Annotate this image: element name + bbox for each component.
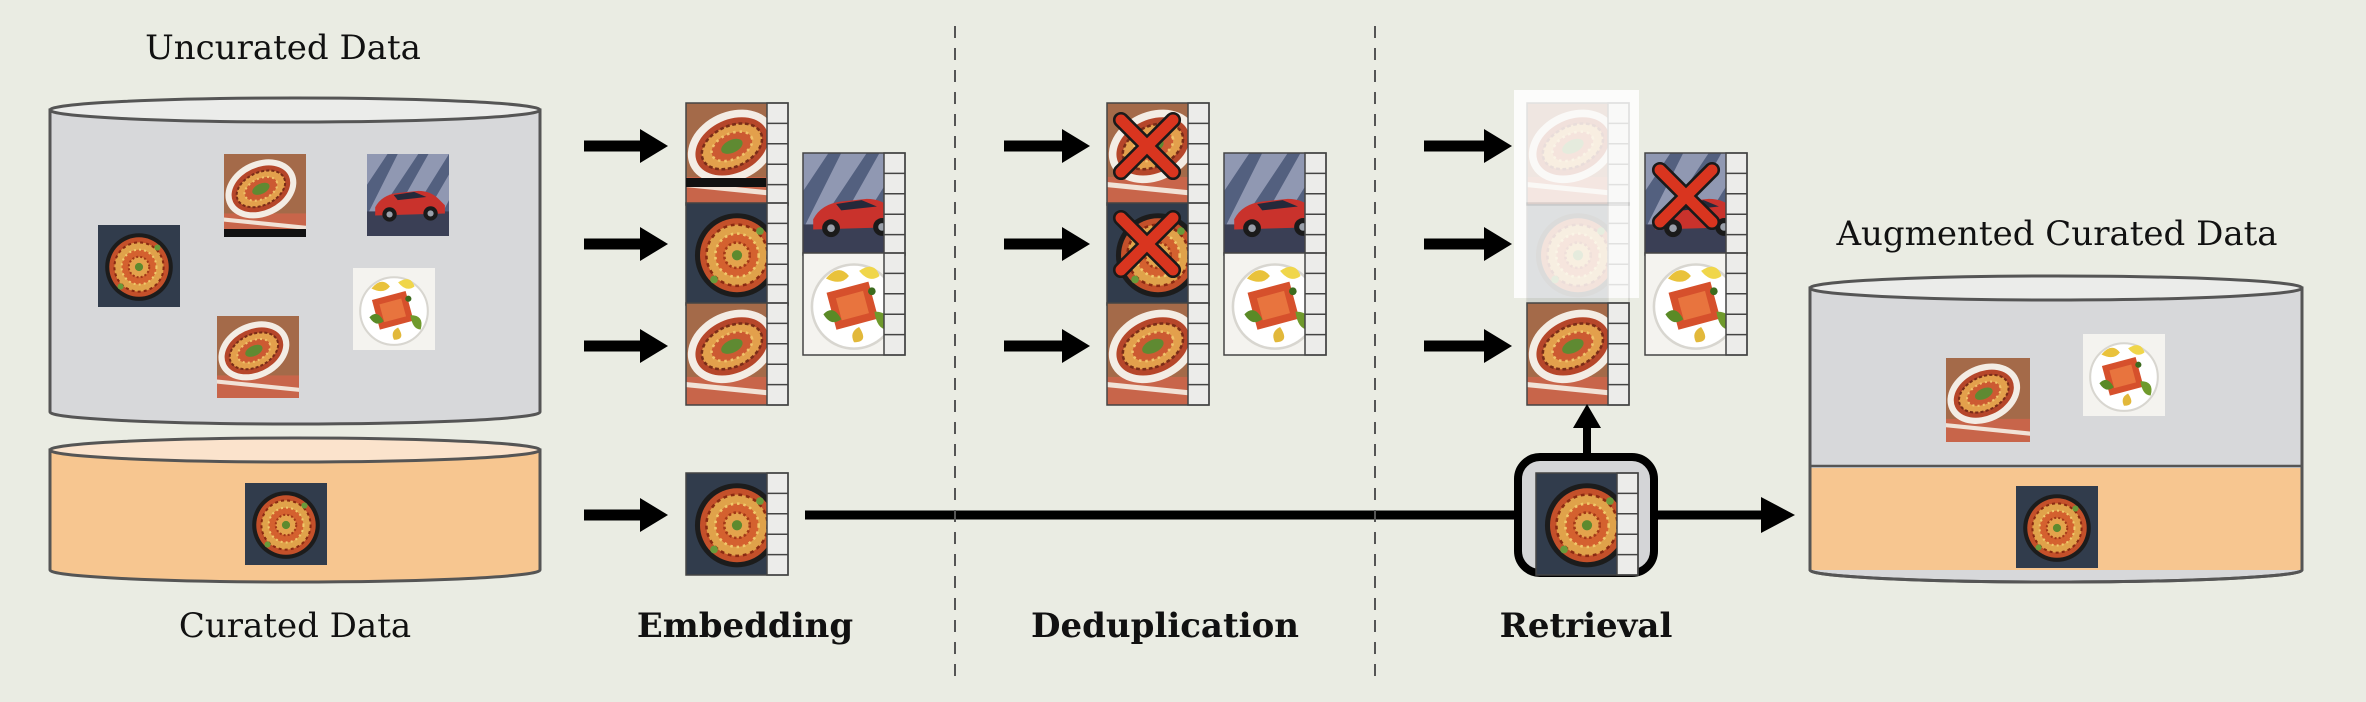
embedding-ratatouille-round bbox=[685, 202, 789, 306]
embedding-ratatouille-oval-2 bbox=[685, 302, 789, 406]
stage2-arrow-3 bbox=[1004, 329, 1090, 363]
output-arrow bbox=[1656, 497, 1795, 533]
augmented-image-salad bbox=[2083, 334, 2165, 416]
stage3-arrow-2 bbox=[1424, 227, 1512, 261]
stage1-arrow-3 bbox=[584, 329, 668, 363]
embedding-salad bbox=[802, 252, 906, 356]
embedding-car bbox=[802, 152, 906, 256]
retrieval-salad bbox=[1644, 252, 1748, 356]
embedding-black-bar bbox=[686, 178, 766, 187]
stage2-arrow-2 bbox=[1004, 227, 1090, 261]
retrieval-cross bbox=[1651, 161, 1721, 231]
retrieval-stage-label: Retrieval bbox=[1499, 606, 1673, 646]
dedup-car bbox=[1223, 152, 1327, 256]
dedup-cross-1 bbox=[1112, 111, 1182, 181]
retrieval-faded-1 bbox=[1526, 102, 1630, 206]
embedding-ratatouille-oval bbox=[685, 102, 789, 206]
uncurated-image-salad bbox=[353, 268, 435, 350]
augmented-outline bbox=[1808, 468, 2304, 584]
uncurated-image-ratatouille-round bbox=[98, 225, 180, 307]
embedding-curated bbox=[685, 472, 789, 576]
curated-data-label: Curated Data bbox=[178, 606, 412, 646]
dedup-cross-2 bbox=[1112, 209, 1182, 279]
deduplication-stage-label: Deduplication bbox=[1031, 606, 1299, 646]
embedding-stage-label: Embedding bbox=[636, 606, 854, 646]
retrieval-retrieved bbox=[1526, 302, 1630, 406]
stage1-arrow-2 bbox=[584, 227, 668, 261]
stage1-arrow-1 bbox=[584, 129, 668, 163]
dedup-ratatouille-oval-kept bbox=[1106, 302, 1210, 406]
curated-image-ratatouille bbox=[245, 483, 327, 565]
augmented-image-ratatouille-round bbox=[2016, 486, 2098, 568]
stage3-arrow-1 bbox=[1424, 129, 1512, 163]
stage2-arrow-1 bbox=[1004, 129, 1090, 163]
curated-embedding-arrow bbox=[584, 498, 668, 532]
uncurated-image-car bbox=[367, 154, 449, 236]
stage3-arrow-3 bbox=[1424, 329, 1512, 363]
retrieval-query bbox=[1535, 472, 1639, 576]
dedup-salad bbox=[1223, 252, 1327, 356]
uncurated-image-ratatouille-oval-2 bbox=[217, 316, 299, 398]
uncurated-image-ratatouille-oval bbox=[224, 154, 306, 236]
augmented-image-ratatouille-oval bbox=[1946, 358, 2030, 442]
uncurated-data-label: Uncurated Data bbox=[145, 28, 421, 68]
augmented-curated-data-label: Augmented Curated Data bbox=[1836, 214, 2278, 254]
retrieval-up-arrow bbox=[1573, 404, 1601, 455]
retrieval-faded-2 bbox=[1526, 202, 1630, 306]
uncurated-image-bar bbox=[224, 229, 306, 237]
